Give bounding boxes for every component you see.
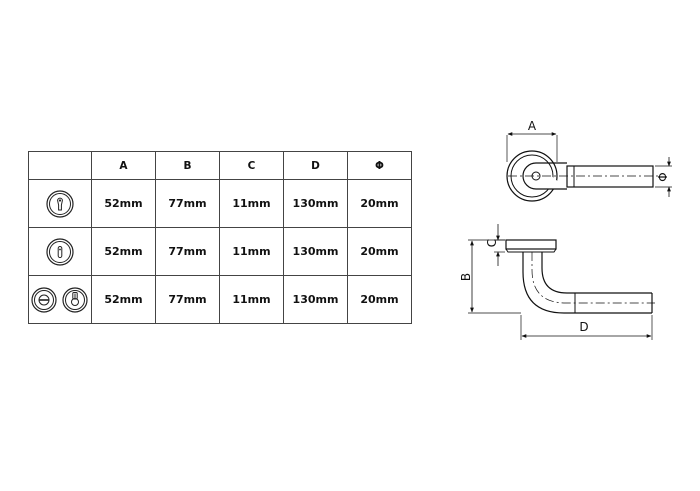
cell-phi: 20mm [347, 227, 412, 276]
cell-phi: 20mm [347, 179, 412, 228]
cell-b: 77mm [155, 275, 220, 324]
header-cell-phi: Φ [347, 151, 412, 180]
dimension-table: A B C D Φ 52mm 77mm 11mm 130mm 20mm [28, 151, 412, 324]
dim-b-label: B [459, 273, 473, 281]
header-cell-c: C [219, 151, 284, 180]
header-cell-d: D [283, 151, 348, 180]
dim-d-label: D [579, 320, 588, 334]
dim-phi-label: Φ [656, 172, 670, 181]
center-line [531, 252, 655, 304]
cell-d: 130mm [283, 179, 348, 228]
lever-outer-profile [522, 252, 652, 314]
table-row: 52mm 77mm 11mm 130mm 20mm [28, 275, 412, 324]
side-view [468, 224, 655, 340]
table-row: 52mm 77mm 11mm 130mm 20mm [28, 227, 412, 276]
lever-grip [566, 165, 654, 188]
cell-c: 11mm [219, 275, 284, 324]
row-icon-cell [28, 275, 92, 324]
cell-c: 11mm [219, 227, 284, 276]
dim-a-label: A [528, 119, 537, 133]
cell-d: 130mm [283, 275, 348, 324]
cell-d: 130mm [283, 227, 348, 276]
table-row: 52mm 77mm 11mm 130mm 20mm [28, 179, 412, 228]
cell-a: 52mm [91, 227, 156, 276]
lever-inner-profile [541, 252, 652, 294]
row-icon-cell [28, 179, 92, 228]
dim-c-label: C [485, 239, 499, 247]
wc-turn-and-release-rose-icon [31, 286, 88, 313]
rose-outer-circle [506, 150, 558, 202]
top-view [506, 132, 672, 202]
cell-phi: 20mm [347, 275, 412, 324]
rose-plate-bevel [505, 248, 557, 253]
cell-b: 77mm [155, 179, 220, 228]
rose-plate [505, 239, 557, 250]
key-hole-rose-icon [46, 237, 74, 266]
euro-profile-cylinder-rose-icon [46, 189, 74, 218]
cell-c: 11mm [219, 179, 284, 228]
